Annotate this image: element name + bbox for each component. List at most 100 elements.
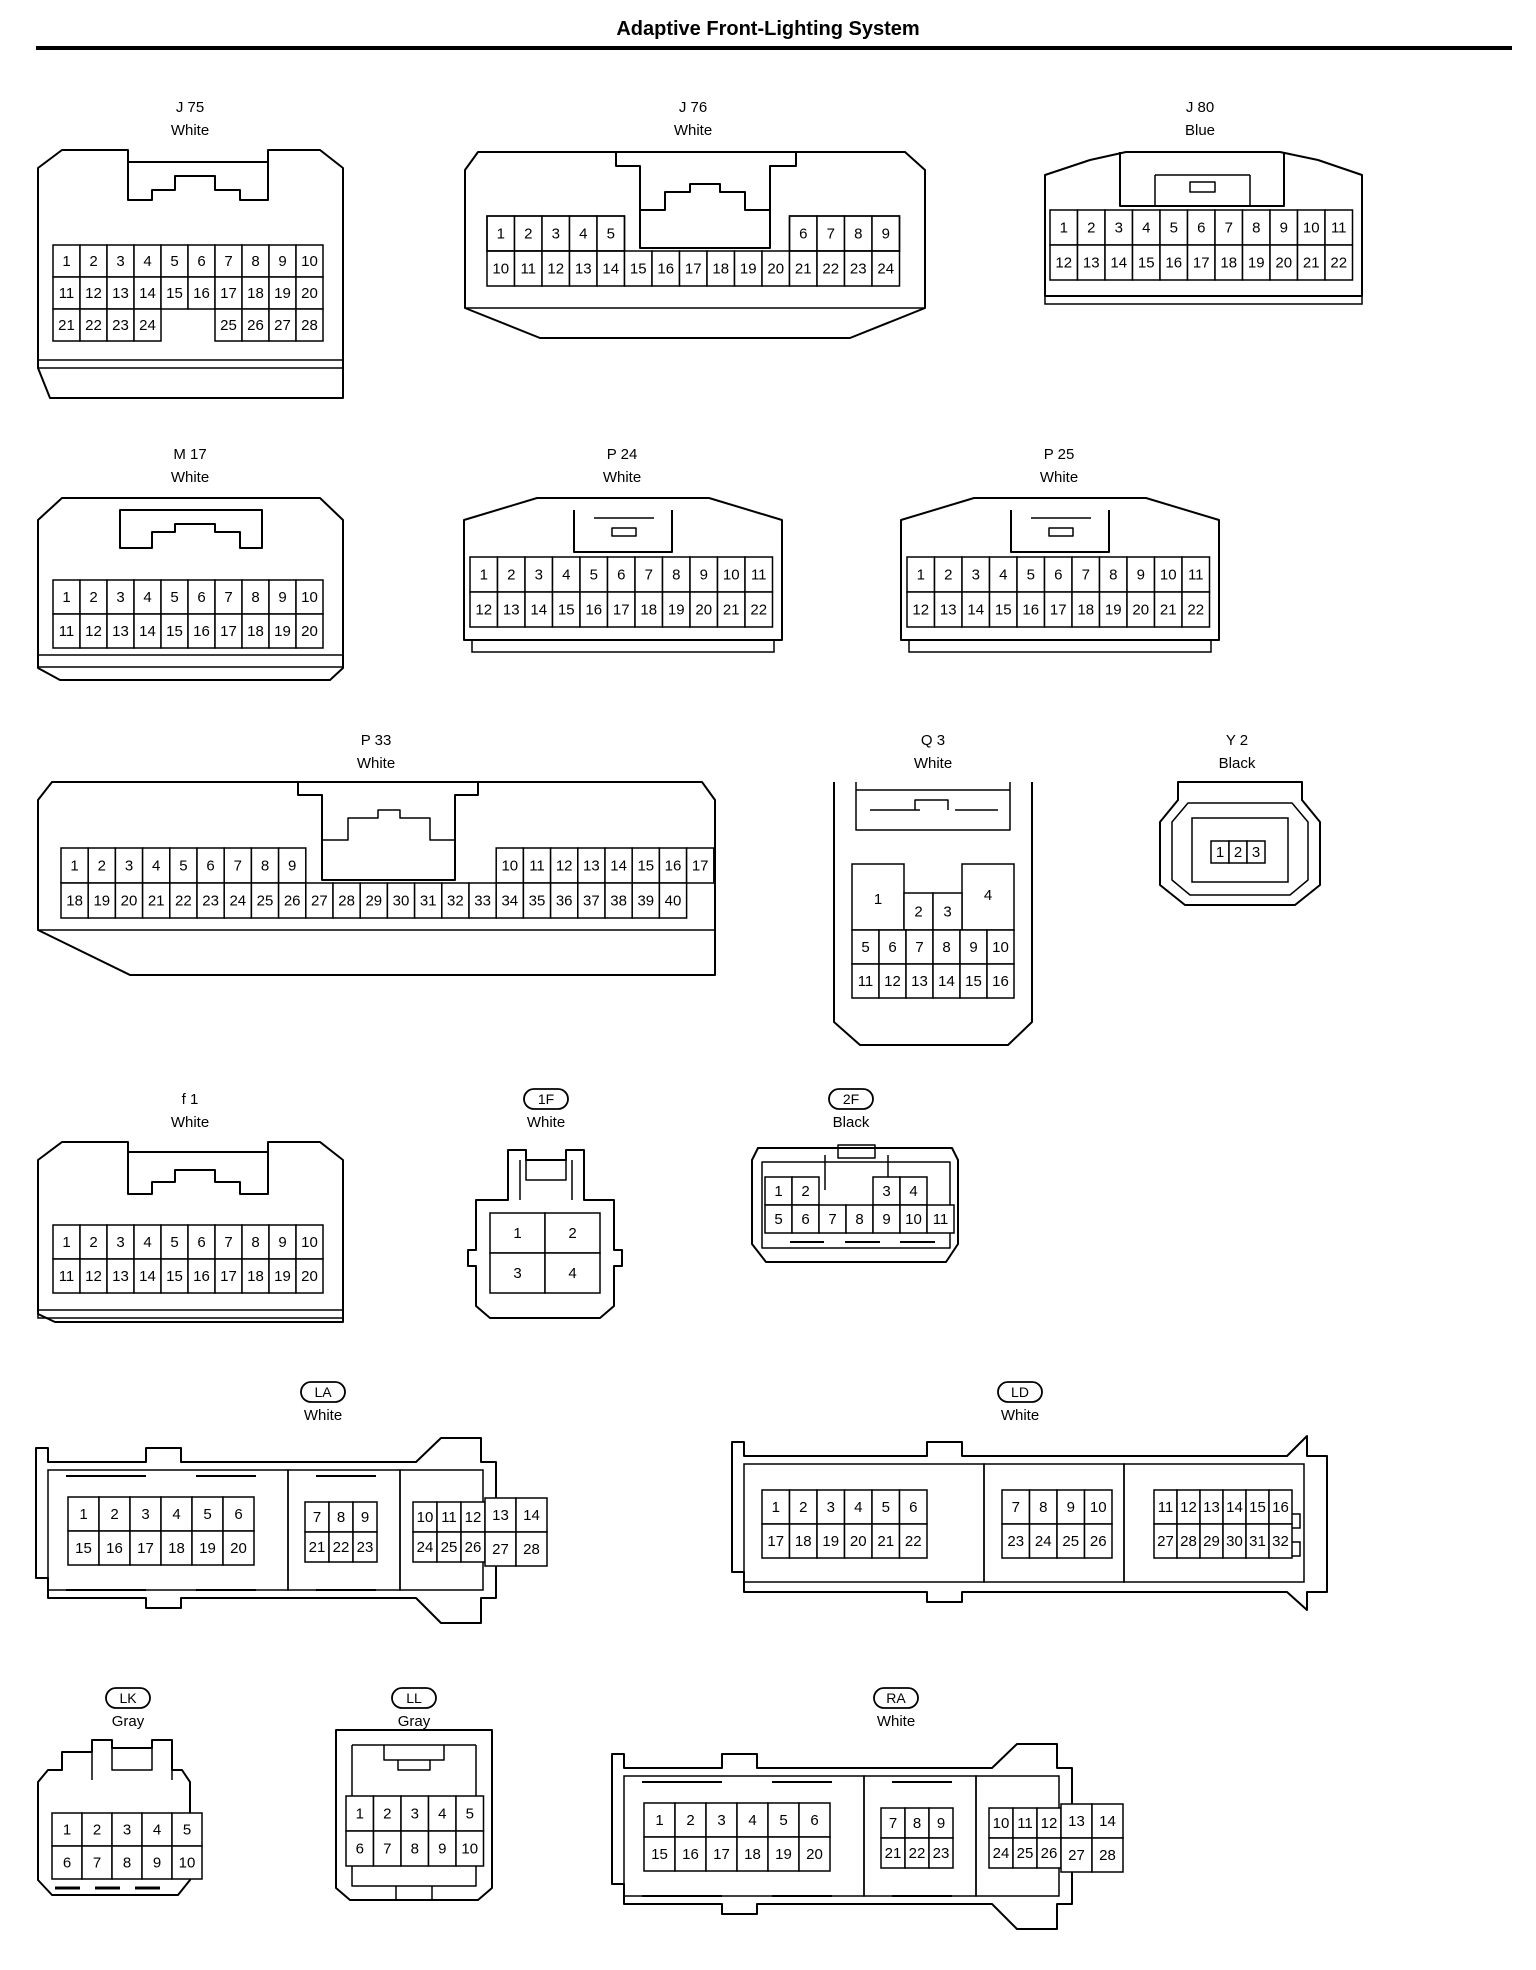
- pin-number: 6: [1197, 220, 1205, 237]
- pin-cell: [1324, 244, 1354, 281]
- housing-outline: [37, 781, 716, 976]
- pin-number: 17: [1193, 255, 1210, 272]
- pin-cell: [898, 1489, 928, 1525]
- pin-cell: [544, 1212, 601, 1254]
- pin-number: 28: [1180, 1533, 1197, 1550]
- pin-cell: [678, 250, 708, 287]
- pin-number: 2: [89, 589, 97, 606]
- pin-number: 8: [411, 1841, 419, 1858]
- pin-cell: [469, 591, 499, 628]
- housing-outline: [751, 1147, 959, 1263]
- connector-color: White: [674, 122, 712, 139]
- pin-number: 35: [529, 893, 546, 910]
- pin-cell: [250, 882, 280, 919]
- housing-outline: [1010, 510, 1110, 553]
- pin-number: 13: [112, 285, 129, 302]
- pin-number: 13: [1068, 1813, 1085, 1830]
- pin-cell: [788, 1523, 818, 1559]
- pin-cell: [191, 1530, 224, 1566]
- pin-number: 20: [1275, 255, 1292, 272]
- pin-cell: [106, 244, 135, 278]
- pin-number: 13: [1083, 255, 1100, 272]
- pin-number: 2: [507, 567, 515, 584]
- pin-number: 23: [357, 1539, 374, 1556]
- pin-cell: [1016, 556, 1046, 593]
- pin-cell: [106, 613, 135, 649]
- pin-cell: [222, 1530, 255, 1566]
- pin-number: 7: [889, 1815, 897, 1832]
- pin-number: 18: [168, 1540, 185, 1557]
- pin-cell: [1104, 244, 1134, 281]
- pin-cell: [1049, 209, 1079, 246]
- connector-code: M 17: [173, 446, 206, 463]
- pin-number: 10: [301, 253, 318, 270]
- pin-number: 2: [801, 1183, 809, 1200]
- pin-cell: [932, 963, 961, 999]
- pin-number: 9: [278, 589, 286, 606]
- pin-number: 19: [274, 623, 291, 640]
- pin-cell: [52, 1258, 81, 1294]
- pin-number: 19: [668, 602, 685, 619]
- pin-number: 4: [153, 1822, 161, 1839]
- pin-cell: [926, 1204, 955, 1234]
- pin-cell: [305, 882, 334, 919]
- pin-number: 13: [503, 602, 520, 619]
- pin-number: 18: [744, 1846, 761, 1863]
- pin-number: 1: [917, 567, 925, 584]
- pin-number: 4: [143, 1234, 151, 1251]
- pin-number: 17: [613, 602, 630, 619]
- pin-number: 13: [492, 1507, 509, 1524]
- pin-cell: [412, 1531, 438, 1563]
- pin-cell: [1076, 209, 1106, 246]
- pin-number: 16: [193, 623, 210, 640]
- pin-cell: [1181, 556, 1211, 593]
- pin-number: 2: [89, 1234, 97, 1251]
- pin-number: 13: [112, 1268, 129, 1285]
- pin-number: 16: [1022, 602, 1039, 619]
- pin-cell: [1098, 556, 1128, 593]
- pin-cell: [551, 591, 581, 628]
- connector-code: Y 2: [1226, 732, 1248, 749]
- pin-cell: [658, 847, 688, 884]
- pin-number: 20: [230, 1540, 247, 1557]
- pin-number: 22: [1330, 255, 1347, 272]
- pin-number: 8: [251, 253, 259, 270]
- housing-outline: [833, 782, 1033, 1046]
- pin-number: 17: [1050, 602, 1067, 619]
- pin-number: 11: [59, 623, 75, 640]
- pin-cell: [268, 276, 297, 310]
- pin-number: 11: [1017, 1815, 1033, 1832]
- pin-number: 5: [1027, 567, 1035, 584]
- pin-number: 5: [170, 1234, 178, 1251]
- pin-cell: [241, 244, 270, 278]
- housing-outline: [467, 1149, 623, 1319]
- pin-cell: [328, 1501, 354, 1533]
- connector-color: White: [171, 469, 209, 486]
- pin-number: 24: [417, 1539, 434, 1556]
- pin-number: 15: [166, 623, 183, 640]
- pin-cell: [79, 1224, 108, 1260]
- pin-number: 5: [179, 858, 187, 875]
- pin-number: 11: [520, 261, 536, 278]
- pin-cell: [160, 276, 189, 310]
- pin-number: 9: [1067, 1499, 1075, 1516]
- pin-number: 25: [220, 317, 237, 334]
- pin-number: 14: [938, 973, 955, 990]
- connector-code: 1F: [538, 1091, 554, 1107]
- pin-number: 17: [220, 1268, 237, 1285]
- pin-cell: [87, 882, 117, 919]
- pin-number: 28: [523, 1541, 540, 1558]
- pin-cell: [634, 591, 664, 628]
- pin-number: 18: [795, 1533, 812, 1550]
- pin-number: 11: [59, 1268, 75, 1285]
- pin-number: 1: [79, 1506, 87, 1523]
- pin-cell: [544, 1252, 601, 1294]
- pin-cell: [460, 1531, 486, 1563]
- housing-lip: [1044, 295, 1363, 305]
- pin-number: 17: [220, 623, 237, 640]
- pin-number: 8: [251, 589, 259, 606]
- pin-number: 4: [984, 887, 992, 904]
- pin-cell: [986, 963, 1015, 999]
